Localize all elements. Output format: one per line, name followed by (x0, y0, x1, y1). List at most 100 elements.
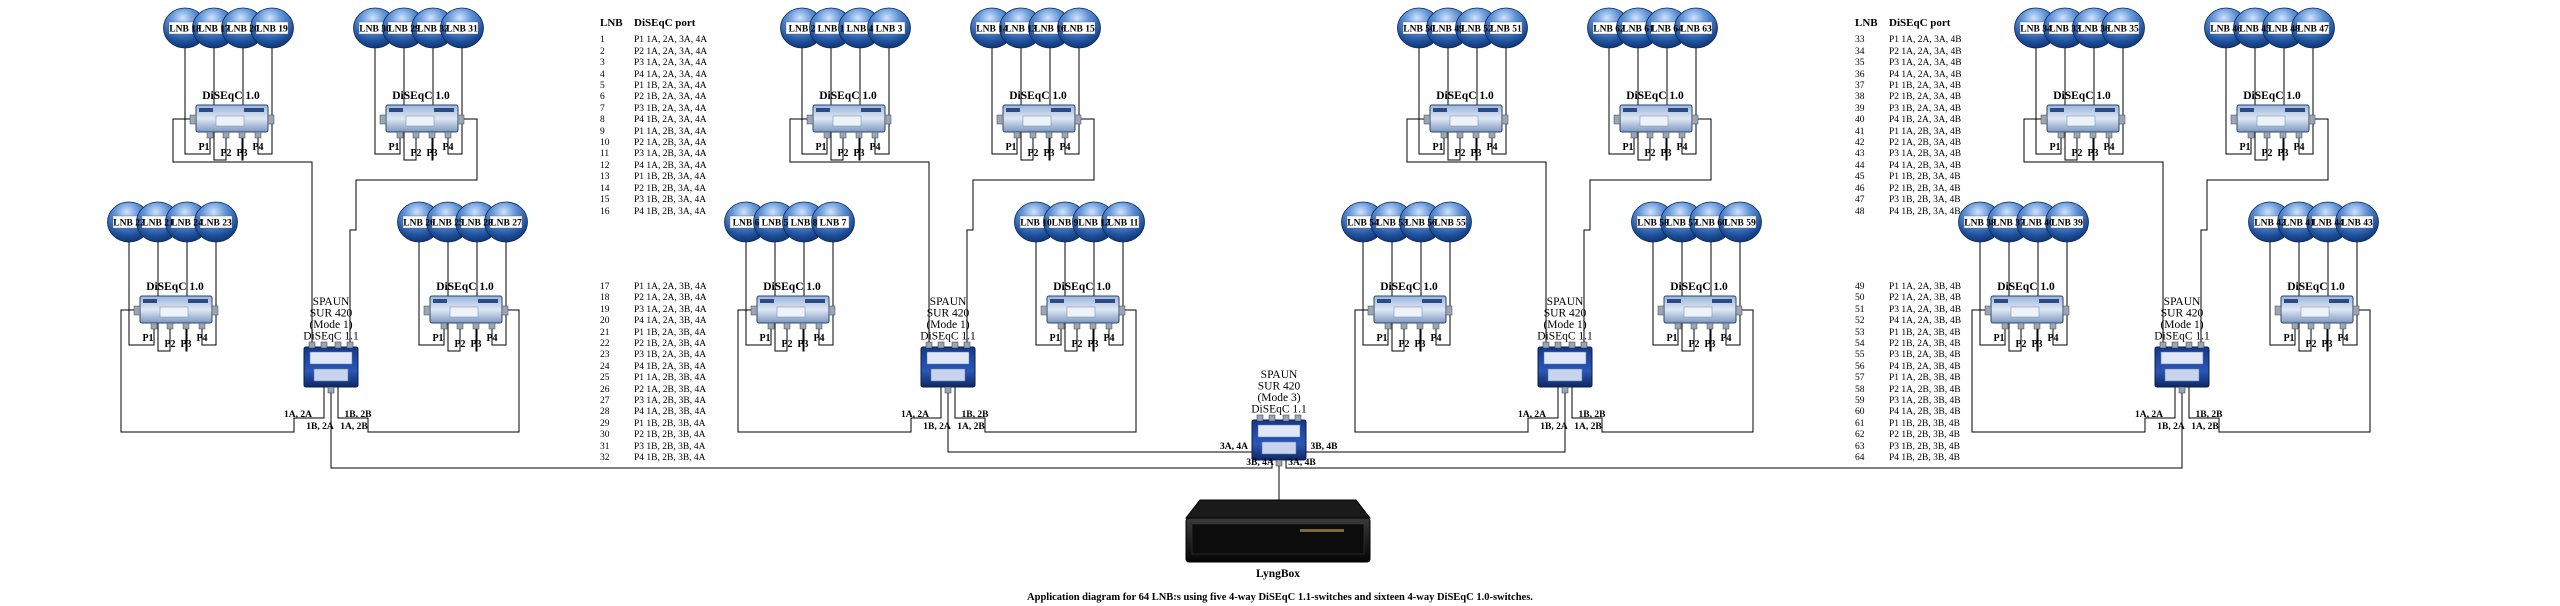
lnb-label: LNB 34 (2020, 25, 2052, 35)
lnb-label: LNB 63 (1680, 25, 1712, 35)
port-label: P1 (815, 142, 826, 153)
cable-line (801, 48, 828, 155)
connector (1472, 131, 1480, 139)
port-label: P2 (1454, 148, 1465, 159)
port-label: P4 (1486, 142, 1497, 153)
port-label: P4 (1676, 142, 1687, 153)
spaun-label: SUR 420 (1258, 381, 1301, 393)
cable-line (241, 48, 244, 161)
port-setting: P2 1A, 2B, 3A, 4A (634, 138, 707, 149)
cable-line (954, 309, 1137, 433)
connector (189, 114, 197, 125)
switch-logo (2050, 108, 2064, 112)
connector (1662, 131, 1670, 139)
lnb-label: LNB 20 (227, 25, 259, 35)
lnb-number: 50 (1855, 293, 1865, 304)
lnb-number: 22 (600, 338, 610, 349)
switch-logo (1377, 299, 1391, 303)
port-label: P2 (837, 148, 848, 159)
connector (379, 114, 387, 125)
port-label: P2 (781, 339, 792, 350)
switch-logo (760, 299, 774, 303)
port-label: P1 (1666, 333, 1677, 344)
lnb-label: LNB 31 (446, 25, 478, 35)
connector (334, 341, 342, 349)
switch-panel (1683, 306, 1713, 318)
port-setting: P3 1A, 2B, 3A, 4A (634, 149, 707, 160)
cable-line (737, 309, 942, 433)
connector (1501, 114, 1509, 125)
port-setting: P1 1A, 2A, 3B, 4B (1889, 281, 1962, 292)
lnb-label-box (2106, 21, 2140, 35)
connector (2291, 322, 2299, 330)
port-setting: P3 1B, 2A, 3B, 4B (1889, 350, 1961, 361)
cable-line (184, 48, 211, 155)
switch-logo (861, 108, 881, 112)
connector (2178, 386, 2186, 394)
input-label: 1A, 2B (2191, 422, 2219, 432)
port-setting: P1 1B, 2B, 3B, 4B (1889, 418, 1961, 429)
lnb-label: LNB 64 (1651, 25, 1683, 35)
input-label: 3A, 4B (1288, 458, 1316, 468)
port-setting: P1 1B, 2A, 3A, 4A (634, 81, 707, 92)
switch-logo (816, 108, 830, 112)
connector (937, 341, 945, 349)
lnb-label: LNB 49 (1432, 25, 1464, 35)
port-label: P4 (2103, 142, 2114, 153)
connector (1367, 305, 1375, 316)
lnb-label: LNB 10 (1020, 219, 1052, 229)
port-label: P3 (236, 148, 247, 159)
lnb-label: LNB 3 (876, 25, 903, 35)
lnb-label: LNB 47 (2297, 25, 2329, 35)
lnb-label: LNB 45 (2239, 25, 2271, 35)
port-setting: P1 1B, 2A, 3B, 4A (634, 327, 707, 338)
lnb-label: LNB 17 (198, 25, 230, 35)
connector (457, 114, 465, 125)
connector (1613, 114, 1621, 125)
port-label: P3 (1470, 148, 1481, 159)
cable-line (1971, 309, 2176, 433)
port-setting: P4 1A, 2A, 3A, 4B (1889, 69, 1962, 80)
connector (133, 305, 141, 316)
port-label: P3 (2321, 339, 2332, 350)
switch-panel (1449, 115, 1479, 127)
port-label: P2 (410, 148, 421, 159)
lnb-number: 29 (600, 418, 610, 429)
connector (1416, 322, 1424, 330)
cable-line (1418, 48, 1445, 155)
connector (472, 322, 480, 330)
cable-line (858, 48, 861, 161)
connector (2159, 341, 2167, 349)
connector (501, 305, 509, 316)
port-label: P1 (142, 333, 153, 344)
switch-logo (1095, 299, 1115, 303)
lnb-label: LNB 8 (791, 219, 818, 229)
diseqc10-label: DiSEqC 1.0 (436, 281, 494, 293)
port-setting: P4 1A, 2A, 3B, 4A (634, 316, 707, 327)
header-port: DiSEqC port (1889, 17, 1951, 29)
connector (1118, 305, 1126, 316)
port-label: P1 (1622, 142, 1633, 153)
spaun-panel (1547, 368, 1583, 382)
port-label: P2 (1398, 339, 1409, 350)
connector (1674, 322, 1682, 330)
cable-line (447, 48, 463, 155)
lnb-number: 5 (600, 81, 605, 92)
lnb-label: LNB 43 (2341, 219, 2373, 229)
port-setting: P2 1A, 2A, 3B, 4B (1889, 293, 1962, 304)
port-label: P3 (2031, 339, 2042, 350)
port-setting: P1 1A, 2B, 3A, 4A (634, 126, 707, 137)
switch-panel (1066, 306, 1096, 318)
cable-line (330, 393, 1273, 469)
cable-line (1475, 48, 1478, 161)
lnb-number: 42 (1855, 138, 1865, 149)
connector (2185, 341, 2193, 349)
lnb-number: 39 (1855, 103, 1865, 114)
